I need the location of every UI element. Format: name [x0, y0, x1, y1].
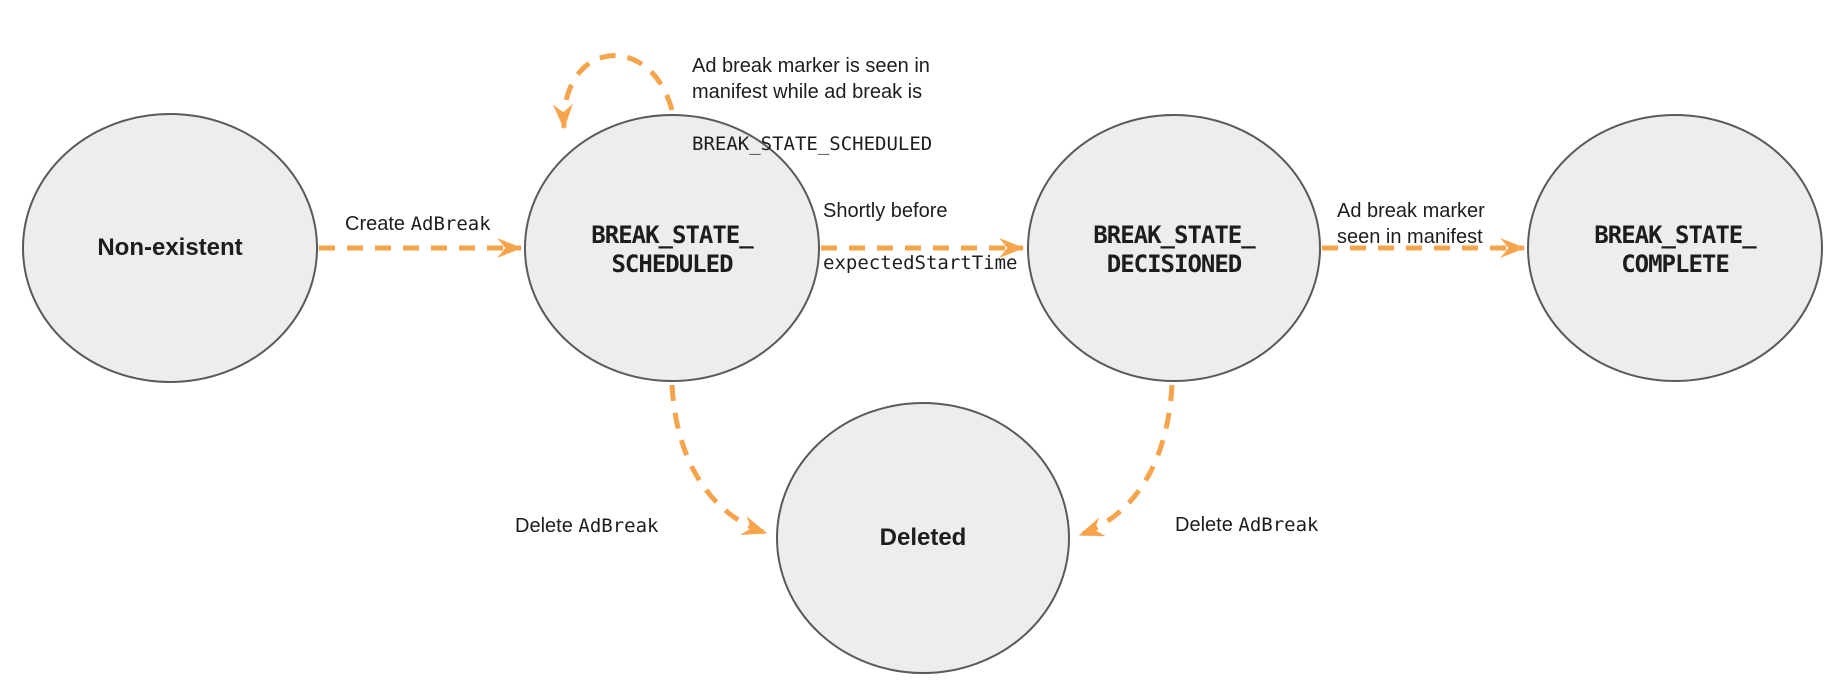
- state-node-break-state-complete: [1527, 114, 1823, 382]
- state-label-break-state-decisioned: BREAK_STATE_ DECISIONED: [1093, 221, 1255, 278]
- transition-label-plain-text: Ad break marker is seen in manifest whil…: [692, 55, 930, 103]
- transition-label-plain-text: Ad break marker seen in manifest: [1337, 200, 1485, 248]
- state-node-break-state-scheduled: [524, 114, 820, 382]
- transition-label-plain-text: Create: [345, 213, 411, 235]
- transition-label-code-text: AdBreak: [1238, 514, 1319, 536]
- transition-arrow-marker-seen-while-scheduled: [552, 53, 675, 130]
- state-node-deleted: [776, 402, 1070, 674]
- transition-arrow-delete-ad-break-from-scheduled: [669, 384, 768, 536]
- transition-label-plain-text: Delete: [515, 515, 579, 537]
- transition-label-marker-seen-in-manifest: Ad break marker seen in manifest: [1337, 172, 1485, 276]
- transition-label-plain-text: Shortly before: [823, 200, 948, 222]
- transition-arrow-delete-ad-break-from-decisioned: [1078, 384, 1175, 538]
- transition-label-marker-seen-while-scheduled: Ad break marker is seen in manifest whil…: [692, 27, 932, 183]
- transition-label-shortly-before-expected-start-time: Shortly before expectedStartTime: [823, 172, 1017, 302]
- state-label-break-state-scheduled: BREAK_STATE_ SCHEDULED: [591, 221, 753, 278]
- transition-label-delete-ad-break-from-scheduled: Delete AdBreak: [515, 487, 658, 539]
- transition-label-create-ad-break: Create AdBreak: [345, 185, 491, 237]
- transition-label-code-text: expectedStartTime: [823, 252, 1018, 274]
- transition-label-plain-text: Delete: [1175, 514, 1239, 536]
- transition-label-code-text: BREAK_STATE_SCHEDULED: [692, 133, 933, 155]
- state-label-break-state-complete: BREAK_STATE_ COMPLETE: [1594, 221, 1756, 278]
- transition-label-delete-ad-break-from-decisioned: Delete AdBreak: [1175, 486, 1318, 538]
- state-label-deleted: Deleted: [879, 524, 967, 551]
- state-node-non-existent: [22, 113, 318, 383]
- state-node-break-state-decisioned: [1027, 114, 1321, 382]
- transition-label-code-text: AdBreak: [578, 515, 659, 537]
- state-label-non-existent: Non-existent: [97, 234, 243, 261]
- transition-label-code-text: AdBreak: [410, 213, 491, 235]
